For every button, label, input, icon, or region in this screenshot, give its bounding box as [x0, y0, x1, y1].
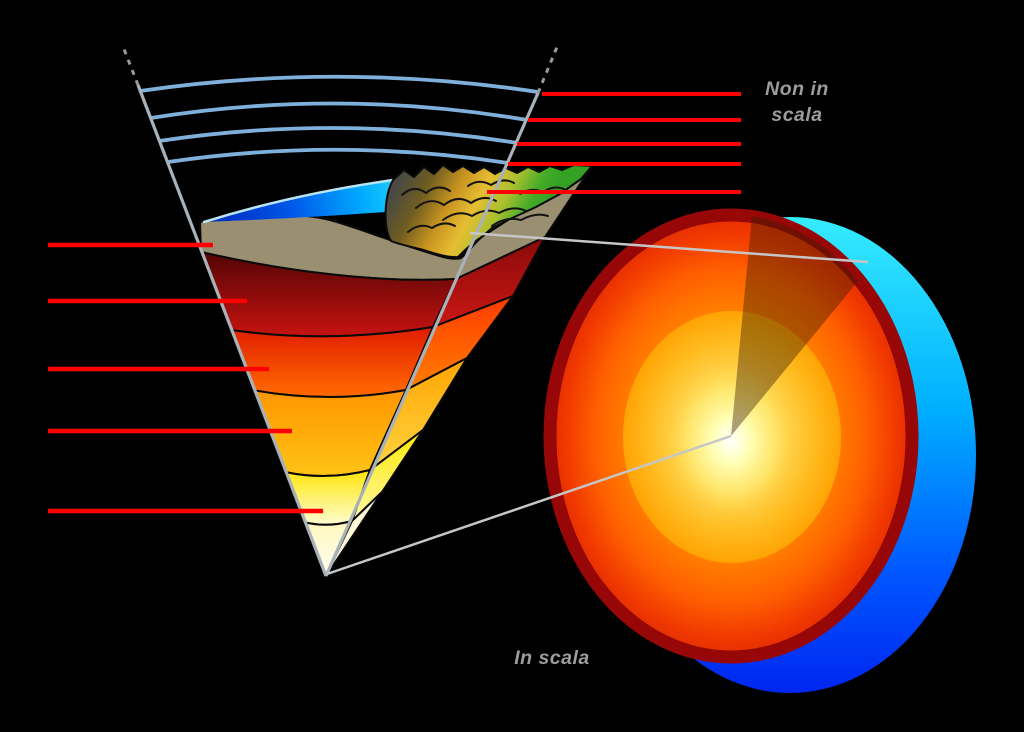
connector-line-top — [469, 231, 869, 264]
atmosphere-arcs — [139, 74, 539, 165]
wedge-right-edge — [324, 92, 540, 577]
cutaway-shadow-sector — [731, 216, 858, 436]
mantle-layer — [230, 326, 434, 398]
ocean — [204, 175, 438, 222]
leader-lines-right — [487, 92, 741, 194]
atmosphere-arc-3 — [158, 126, 518, 145]
wedge-left-edge-dashed-extension — [120, 43, 140, 86]
leader-lines-left — [48, 242, 323, 514]
scale-connector-lines — [326, 231, 869, 576]
wedge-right-edge-dashed-extension — [536, 46, 559, 94]
label-not-to-scale: Non in scala — [749, 76, 845, 128]
atmosphere-arc-2 — [150, 101, 528, 122]
connector-line-bottom — [326, 434, 732, 576]
label-not-to-scale-line1: Non in — [765, 78, 829, 100]
label-not-to-scale-line2: scala — [771, 104, 823, 126]
wedge — [120, 43, 593, 577]
scale-sphere — [543, 208, 976, 693]
atmosphere-arc-4 — [167, 147, 509, 165]
wedge-edges — [120, 43, 559, 577]
label-to-scale: In scala — [514, 647, 590, 669]
wedge-layers — [199, 165, 593, 577]
inner-core-glow — [669, 367, 793, 515]
ocean-rim — [202, 174, 439, 224]
atmosphere-arc-1 — [139, 74, 539, 94]
wedge-left-edge — [136, 84, 328, 577]
